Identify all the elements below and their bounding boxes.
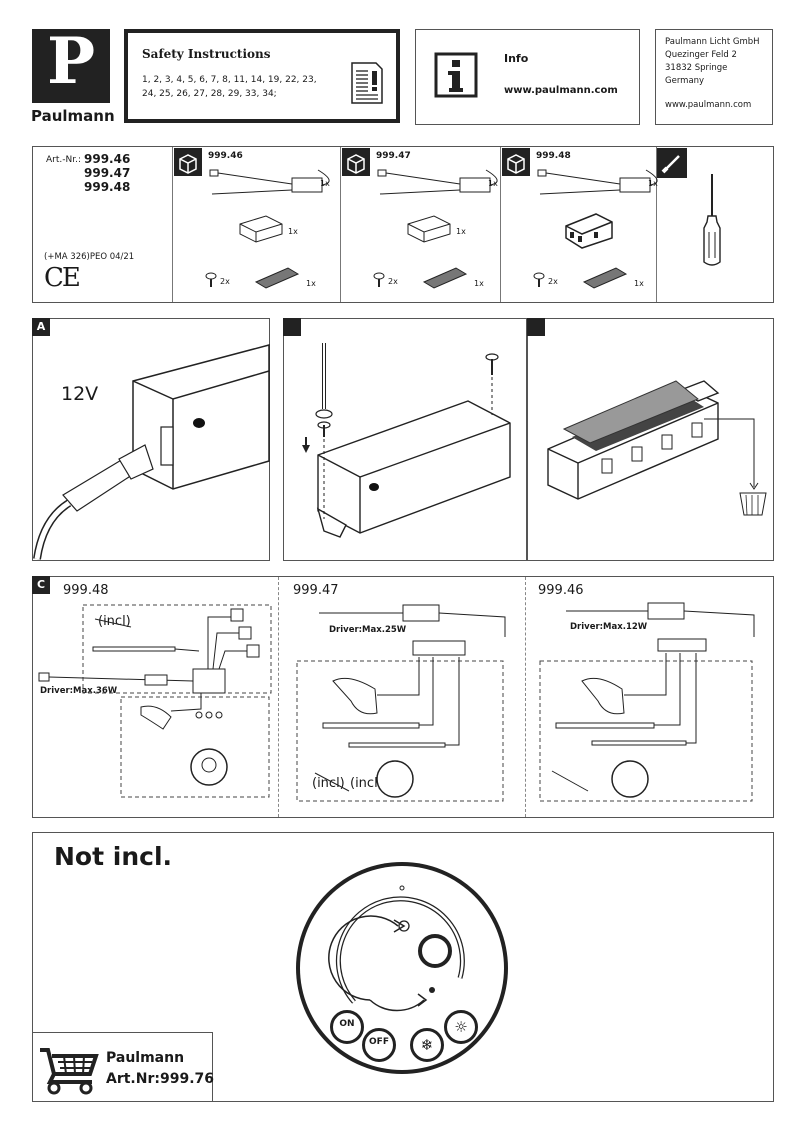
shop-article-number: Art.Nr:999.76 — [106, 1071, 214, 1087]
c2-model: 999.47 — [293, 583, 339, 598]
address-city: 31832 Springe — [665, 63, 728, 73]
shop-box — [32, 1032, 213, 1102]
adhesive-tape-illustration — [547, 380, 767, 516]
driver-icon — [537, 169, 658, 195]
screw-icon — [373, 272, 385, 287]
logo-letter: P — [46, 24, 96, 99]
on-button-label: ON — [339, 1019, 355, 1029]
contents-model: 999.46 — [208, 151, 243, 161]
safety-instructions-box: Safety Instructions 1, 2, 3, 4, 5, 6, 7,… — [124, 29, 400, 123]
address-company: Paulmann Licht GmbH — [665, 37, 760, 47]
wiring-diagram-999-47 — [296, 604, 506, 802]
address-street: Quezinger Feld 2 — [665, 50, 737, 60]
divider — [525, 577, 527, 817]
c1-driver-label: Driver:Max.36W — [40, 686, 118, 696]
paulmann-logo — [32, 29, 110, 103]
tape-qty: 1x — [634, 279, 644, 288]
safety-title: Safety Instructions — [142, 47, 271, 61]
divider — [500, 147, 501, 302]
connector-box-icon — [407, 215, 451, 243]
warm-white-button[interactable]: ☼ — [444, 1010, 478, 1044]
ce-mark: CE — [44, 263, 81, 293]
tape-qty: 1x — [306, 279, 316, 288]
wiring-diagram-999-48 — [38, 604, 272, 798]
article-code: (+MA 326)PEO 04/21 — [44, 252, 135, 262]
brand-name: Paulmann — [31, 107, 115, 125]
sun-icon: ☼ — [454, 1018, 468, 1036]
c2-driver-label: Driver:Max.25W — [329, 625, 407, 635]
c2-incl: (incl) — [350, 776, 383, 791]
adhesive-pad-icon — [582, 267, 628, 289]
c3-model: 999.46 — [538, 583, 584, 598]
wiring-diagram-999-46 — [539, 602, 755, 802]
divider — [656, 147, 657, 302]
divider — [340, 147, 341, 302]
driver-qty: 1x — [648, 179, 658, 188]
driver-plug-illustration — [33, 344, 270, 560]
info-icon — [434, 52, 478, 98]
adhesive-pad-icon — [254, 267, 300, 289]
info-box: Info www.paulmann.com — [415, 29, 640, 125]
box-icon — [507, 154, 525, 174]
screw-icon — [533, 272, 545, 287]
box-icon — [347, 154, 365, 174]
adhesive-pad-icon — [422, 267, 468, 289]
contents-panel — [32, 146, 774, 303]
tape-qty: 1x — [474, 279, 484, 288]
connector-box-icon — [239, 215, 283, 243]
divider — [278, 577, 280, 817]
connector-box-icon — [565, 213, 613, 249]
shop-brand: Paulmann — [106, 1050, 185, 1066]
not-included-heading: Not incl. — [54, 842, 173, 871]
screw-icon — [205, 272, 217, 287]
wiring-tag: C — [32, 576, 50, 594]
snowflake-icon: ❄ — [420, 1036, 434, 1054]
driver-qty: 1x — [488, 179, 498, 188]
driver-icon — [377, 169, 498, 195]
contents-model: 999.48 — [536, 151, 571, 161]
step-c-tag — [527, 318, 545, 336]
info-url[interactable]: www.paulmann.com — [504, 85, 618, 96]
driver-icon — [209, 169, 330, 195]
safety-line-2: 24, 25, 26, 27, 28, 29, 33, 34; — [142, 89, 277, 99]
screwdriver-icon — [661, 155, 680, 174]
step-a-tag: A — [32, 318, 50, 336]
screw-mounting-illustration — [302, 343, 511, 538]
c3-driver-label: Driver:Max.12W — [570, 622, 648, 632]
screwdriver-illustration — [703, 174, 721, 266]
article-number-1: 999.46 — [84, 152, 131, 166]
connector-qty: 1x — [456, 227, 466, 236]
divider — [172, 147, 173, 302]
screw-qty: 2x — [548, 277, 558, 286]
box-icon — [179, 154, 197, 174]
remote-control-illustration — [296, 862, 508, 1074]
address-web[interactable]: www.paulmann.com — [665, 100, 752, 110]
connector-qty: 1x — [288, 227, 298, 236]
contents-model: 999.47 — [376, 151, 411, 161]
c1-model: 999.48 — [63, 583, 109, 598]
article-label: Art.-Nr.: — [46, 155, 81, 165]
screw-qty: 2x — [388, 277, 398, 286]
step-b-tag — [283, 318, 301, 336]
voltage-label: 12V — [61, 383, 99, 405]
article-number-3: 999.48 — [84, 180, 131, 194]
off-button[interactable] — [362, 1028, 396, 1062]
article-number-2: 999.47 — [84, 166, 131, 180]
document-warning-icon — [351, 62, 383, 104]
cold-white-button[interactable]: ❄ — [410, 1028, 444, 1062]
shopping-cart-icon — [40, 1048, 99, 1095]
screw-qty: 2x — [220, 277, 230, 286]
driver-qty: 1x — [320, 179, 330, 188]
safety-line-1: 1, 2, 3, 4, 5, 6, 7, 8, 11, 14, 19, 22, … — [142, 75, 317, 85]
address-country: Germany — [665, 76, 705, 86]
c2-incl-struck: (incl) — [312, 776, 345, 791]
address-box: Paulmann Licht GmbH Quezinger Feld 2 318… — [655, 29, 773, 125]
info-title: Info — [504, 52, 529, 65]
off-button-label: OFF — [369, 1037, 389, 1047]
on-button[interactable] — [330, 1010, 364, 1044]
